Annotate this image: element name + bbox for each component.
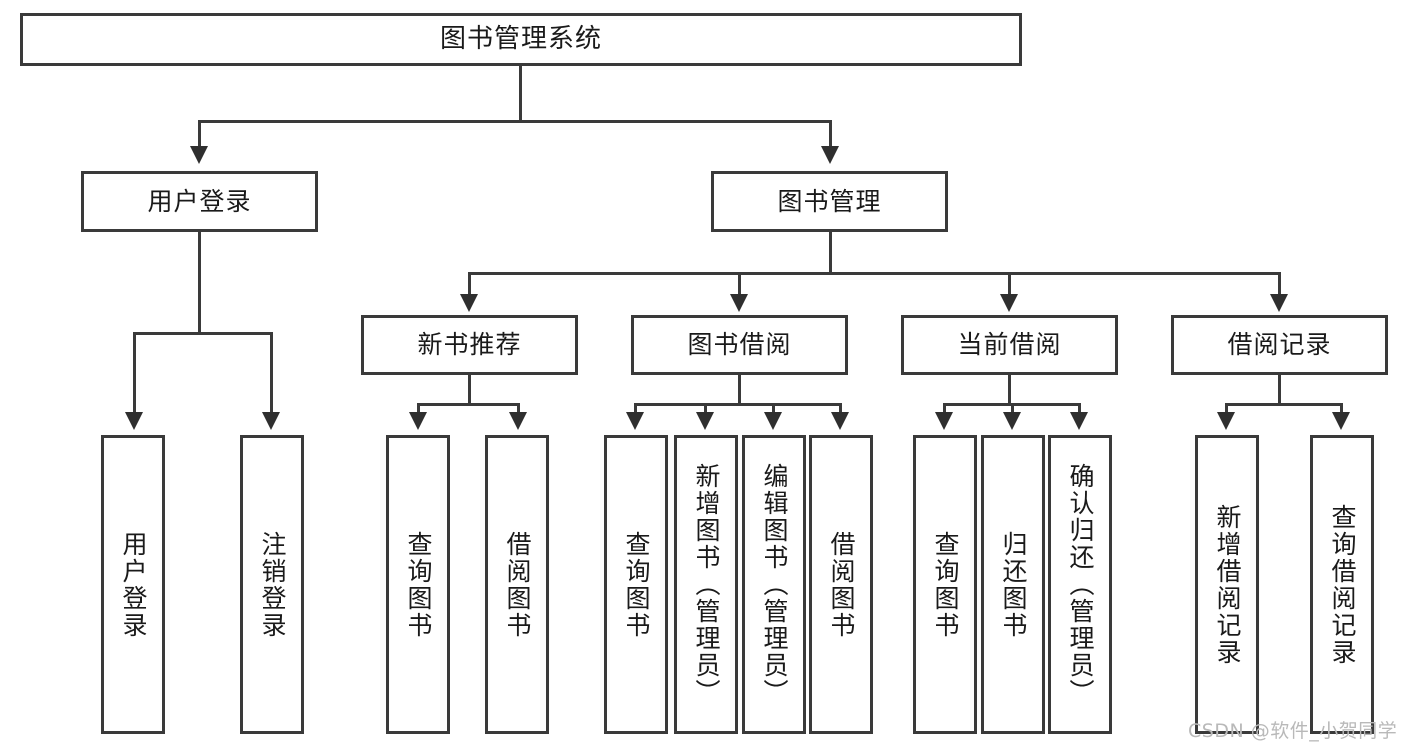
connector-bookmgmt-to-newbooks xyxy=(468,272,471,296)
connector-bookmgmt-to-current xyxy=(1008,272,1011,296)
arrowhead-root-to-bookmgmt xyxy=(821,146,839,164)
leaf-confirm-return-admin[interactable]: 确认归还（管理员） xyxy=(1048,435,1112,734)
node-label: 新增图书（管理员） xyxy=(692,463,721,706)
node-label: 确认归还（管理员） xyxy=(1066,463,1095,706)
connector-login-to-leaf1 xyxy=(133,332,136,414)
connector-current-stem xyxy=(1008,375,1011,405)
node-new-book-recommendation[interactable]: 新书推荐 xyxy=(361,315,578,375)
node-label: 新书推荐 xyxy=(417,330,522,360)
node-label: 新增借阅记录 xyxy=(1213,503,1242,666)
arrowhead-records-to-leaf1 xyxy=(1217,412,1235,430)
arrowhead-newbooks-to-leaf1 xyxy=(409,412,427,430)
leaf-query-books-borrow[interactable]: 查询图书 xyxy=(604,435,668,734)
arrowhead-borrow-to-leaf2 xyxy=(696,412,714,430)
csdn-watermark: CSDN @软件_小贺同学 xyxy=(1188,716,1397,743)
arrowhead-current-to-leaf1 xyxy=(935,412,953,430)
connector-newbooks-bus xyxy=(417,403,520,406)
connector-newbooks-stem xyxy=(468,375,471,405)
node-label: 图书借阅 xyxy=(687,330,792,360)
connector-current-to-leaf3 xyxy=(1078,403,1081,414)
connector-bookmgmt-to-records xyxy=(1278,272,1281,296)
connector-borrow-to-leaf2 xyxy=(704,403,707,414)
node-book-borrowing[interactable]: 图书借阅 xyxy=(631,315,848,375)
connector-current-to-leaf1 xyxy=(943,403,946,414)
leaf-query-borrow-record[interactable]: 查询借阅记录 xyxy=(1310,435,1374,734)
node-label: 用户登录 xyxy=(147,186,252,216)
arrowhead-bookmgmt-to-borrow xyxy=(730,294,748,312)
connector-borrow-to-leaf3 xyxy=(772,403,775,414)
leaf-user-login[interactable]: 用户登录 xyxy=(101,435,165,734)
arrowhead-newbooks-to-leaf2 xyxy=(509,412,527,430)
arrowhead-borrow-to-leaf1 xyxy=(626,412,644,430)
node-label: 查询图书 xyxy=(404,530,433,639)
watermark-text: CSDN @软件_小贺同学 xyxy=(1188,720,1398,742)
connector-records-bus xyxy=(1225,403,1342,406)
connector-borrow-to-leaf1 xyxy=(634,403,637,414)
node-label: 查询借阅记录 xyxy=(1328,503,1357,666)
connector-borrow-stem xyxy=(738,375,741,405)
connector-newbooks-to-leaf2 xyxy=(517,403,520,414)
arrowhead-borrow-to-leaf3 xyxy=(764,412,782,430)
connector-login-to-leaf2 xyxy=(270,332,273,414)
node-label: 图书管理系统 xyxy=(439,24,602,55)
connector-root-bus xyxy=(198,120,832,123)
node-label: 归还图书 xyxy=(999,530,1028,639)
arrowhead-bookmgmt-to-records xyxy=(1270,294,1288,312)
node-root-book-management-system[interactable]: 图书管理系统 xyxy=(20,13,1022,66)
connector-root-to-login xyxy=(198,120,201,148)
connector-current-to-leaf2 xyxy=(1011,403,1014,414)
arrowhead-current-to-leaf2 xyxy=(1003,412,1021,430)
leaf-borrow-books[interactable]: 借阅图书 xyxy=(809,435,873,734)
arrowhead-bookmgmt-to-newbooks xyxy=(460,294,478,312)
arrowhead-login-to-leaf1 xyxy=(125,412,143,430)
connector-borrow-to-leaf4 xyxy=(839,403,842,414)
connector-newbooks-to-leaf1 xyxy=(417,403,420,414)
arrowhead-borrow-to-leaf4 xyxy=(831,412,849,430)
connector-records-to-leaf2 xyxy=(1340,403,1343,414)
node-label: 借阅记录 xyxy=(1227,330,1332,360)
arrowhead-root-to-login xyxy=(190,146,208,164)
node-label: 借阅图书 xyxy=(503,530,532,639)
leaf-add-borrow-record[interactable]: 新增借阅记录 xyxy=(1195,435,1259,734)
connector-login-stem xyxy=(198,232,201,334)
leaf-query-books-new[interactable]: 查询图书 xyxy=(386,435,450,734)
node-label: 用户登录 xyxy=(119,530,148,639)
arrowhead-login-to-leaf2 xyxy=(262,412,280,430)
node-label: 当前借阅 xyxy=(957,330,1062,360)
node-label: 编辑图书（管理员） xyxy=(760,463,789,706)
leaf-add-book-admin[interactable]: 新增图书（管理员） xyxy=(674,435,738,734)
connector-borrow-bus xyxy=(634,403,842,406)
connector-root-stem xyxy=(519,66,522,122)
node-label: 借阅图书 xyxy=(827,530,856,639)
leaf-edit-book-admin[interactable]: 编辑图书（管理员） xyxy=(742,435,806,734)
node-label: 图书管理 xyxy=(777,186,882,216)
connector-bookmgmt-stem xyxy=(829,232,832,274)
node-current-borrowing[interactable]: 当前借阅 xyxy=(901,315,1118,375)
node-book-management[interactable]: 图书管理 xyxy=(711,171,948,232)
node-label: 查询图书 xyxy=(622,530,651,639)
leaf-return-books[interactable]: 归还图书 xyxy=(981,435,1045,734)
arrowhead-current-to-leaf3 xyxy=(1070,412,1088,430)
connector-root-to-bookmgmt xyxy=(829,120,832,148)
arrowhead-bookmgmt-to-current xyxy=(1000,294,1018,312)
leaf-query-books-current[interactable]: 查询图书 xyxy=(913,435,977,734)
node-label: 查询图书 xyxy=(931,530,960,639)
connector-bookmgmt-bus xyxy=(468,272,1280,275)
leaf-borrow-books-new[interactable]: 借阅图书 xyxy=(485,435,549,734)
node-borrow-records[interactable]: 借阅记录 xyxy=(1171,315,1388,375)
arrowhead-records-to-leaf2 xyxy=(1332,412,1350,430)
connector-records-to-leaf1 xyxy=(1225,403,1228,414)
connector-bookmgmt-to-borrow xyxy=(738,272,741,296)
connector-login-bus xyxy=(133,332,273,335)
connector-records-stem xyxy=(1278,375,1281,405)
node-label: 注销登录 xyxy=(258,530,287,639)
leaf-logout[interactable]: 注销登录 xyxy=(240,435,304,734)
node-user-login[interactable]: 用户登录 xyxy=(81,171,318,232)
